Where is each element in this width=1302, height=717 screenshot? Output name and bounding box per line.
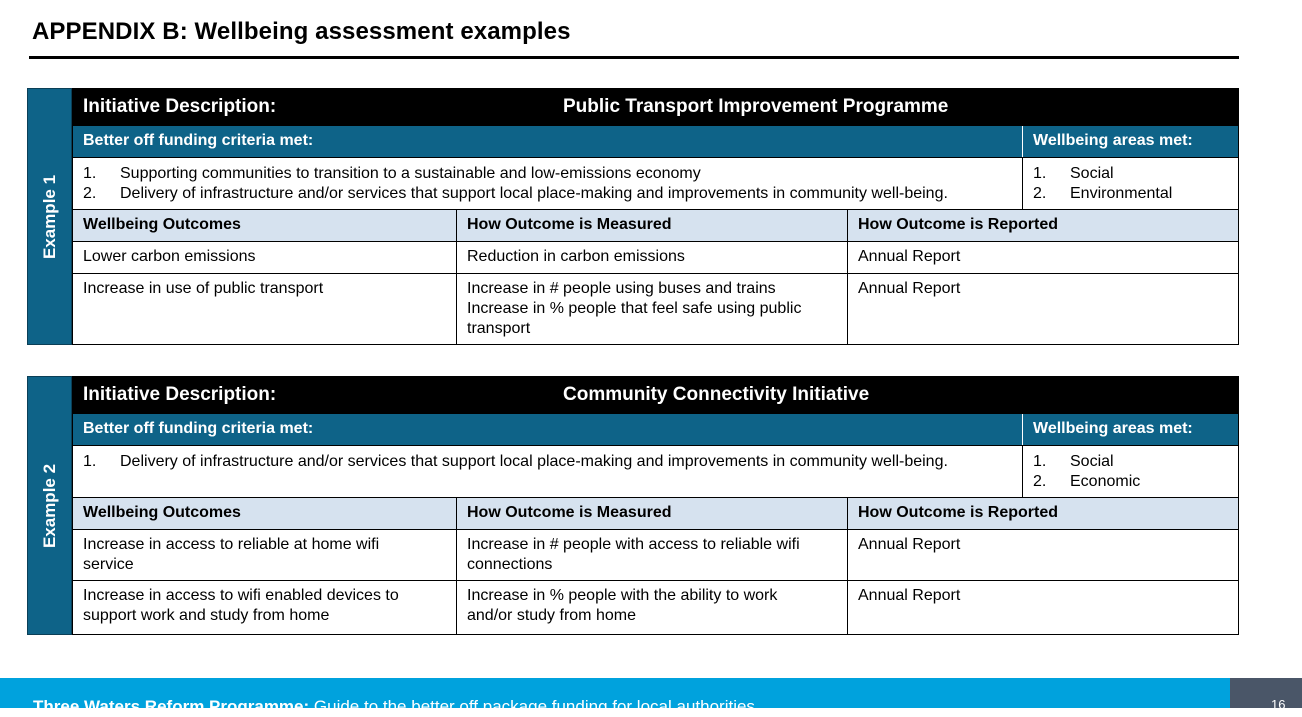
measured-cell: Increase in # people with access to reli…	[456, 530, 848, 580]
reported-cell: Annual Report	[847, 581, 1238, 634]
initiative-label: Initiative Description:	[83, 384, 277, 405]
example-label: Example 1	[39, 174, 59, 259]
example-label: Example 2	[39, 463, 59, 548]
assessment-grid: Initiative Description: Community Connec…	[72, 376, 1239, 635]
footer-bar: Three Waters Reform Programme: Guide to …	[0, 678, 1230, 716]
areas-header: Wellbeing areas met:	[1022, 126, 1238, 157]
reported-cell: Annual Report	[847, 530, 1238, 580]
criteria-item: 1.Delivery of infrastructure and/or serv…	[83, 453, 948, 470]
table-row: Increase in access to wifi enabled devic…	[73, 580, 1238, 634]
criteria-content-row: 1.Supporting communities to transition t…	[73, 157, 1238, 209]
area-item: 1.Social	[1033, 165, 1114, 182]
measured-cell: Reduction in carbon emissions	[456, 242, 848, 273]
measured-cell: Increase in % people with the ability to…	[456, 581, 848, 634]
initiative-row: Initiative Description: Community Connec…	[73, 377, 1238, 414]
areas-list: 1.Social 2.Environmental	[1022, 158, 1238, 209]
criteria-content-row: 1.Delivery of infrastructure and/or serv…	[73, 445, 1238, 497]
criteria-item: 1.Supporting communities to transition t…	[83, 165, 701, 182]
page-number-box: 16	[1230, 678, 1302, 712]
example-side-bar: Example 2	[27, 376, 72, 635]
areas-list: 1.Social 2.Economic	[1022, 446, 1238, 497]
footer-guide: Guide to the better off package funding …	[309, 697, 755, 716]
outcomes-column-header: Wellbeing Outcomes	[83, 504, 241, 521]
page-title: APPENDIX B: Wellbeing assessment example…	[32, 18, 571, 45]
outcome-cell: Increase in use of public transport	[83, 280, 324, 297]
footer-programme: Three Waters Reform Programme:	[33, 697, 310, 716]
initiative-row: Initiative Description: Public Transport…	[73, 89, 1238, 126]
initiative-name: Public Transport Improvement Programme	[563, 96, 949, 117]
title-divider	[29, 56, 1239, 59]
criteria-list: 1.Delivery of infrastructure and/or serv…	[73, 446, 1023, 497]
reported-column-header: How Outcome is Reported	[847, 210, 1238, 241]
example-1-table: Example 1 Initiative Description: Public…	[27, 88, 1239, 345]
initiative-label: Initiative Description:	[83, 96, 277, 117]
reported-cell: Annual Report	[847, 242, 1238, 273]
area-item: 2.Environmental	[1033, 185, 1173, 202]
area-item: 2.Economic	[1033, 473, 1141, 490]
area-item: 1.Social	[1033, 453, 1114, 470]
columns-header-row: Wellbeing Outcomes How Outcome is Measur…	[73, 209, 1238, 241]
footer-text: Three Waters Reform Programme: Guide to …	[33, 697, 755, 717]
initiative-name: Community Connectivity Initiative	[563, 384, 870, 405]
reported-column-header: How Outcome is Reported	[847, 498, 1238, 529]
outcome-cell: Lower carbon emissions	[83, 248, 256, 265]
table-row: Lower carbon emissions Reduction in carb…	[73, 241, 1238, 273]
areas-header: Wellbeing areas met:	[1022, 414, 1238, 445]
table-row: Increase in use of public transport Incr…	[73, 273, 1238, 344]
page-number: 16	[1271, 697, 1286, 712]
columns-header-row: Wellbeing Outcomes How Outcome is Measur…	[73, 497, 1238, 529]
assessment-grid: Initiative Description: Public Transport…	[72, 88, 1239, 345]
outcome-cell: Increase in access to wifi enabled devic…	[83, 587, 399, 624]
criteria-header: Better off funding criteria met:	[83, 132, 314, 149]
measured-column-header: How Outcome is Measured	[456, 498, 848, 529]
outcome-cell: Increase in access to reliable at home w…	[83, 536, 380, 573]
criteria-header-row: Better off funding criteria met: Wellbei…	[73, 414, 1238, 445]
measured-column-header: How Outcome is Measured	[456, 210, 848, 241]
measured-cell: Increase in # people using buses and tra…	[456, 274, 848, 344]
criteria-list: 1.Supporting communities to transition t…	[73, 158, 1023, 209]
example-side-bar: Example 1	[27, 88, 72, 345]
criteria-header-row: Better off funding criteria met: Wellbei…	[73, 126, 1238, 157]
criteria-header: Better off funding criteria met:	[83, 420, 314, 437]
criteria-item: 2.Delivery of infrastructure and/or serv…	[83, 185, 948, 202]
outcomes-column-header: Wellbeing Outcomes	[83, 216, 241, 233]
reported-cell: Annual Report	[847, 274, 1238, 344]
table-row: Increase in access to reliable at home w…	[73, 529, 1238, 580]
example-2-table: Example 2 Initiative Description: Commun…	[27, 376, 1239, 635]
